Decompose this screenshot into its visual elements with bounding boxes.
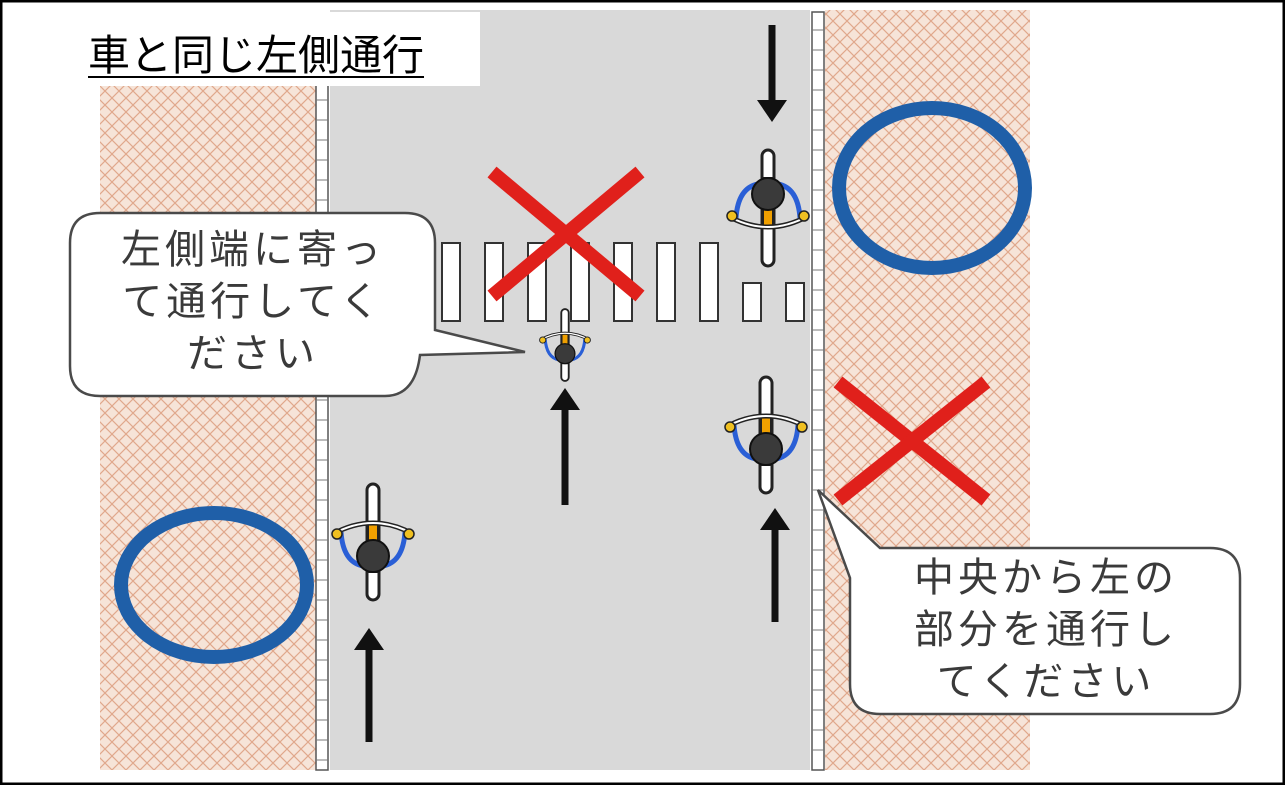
callout-left-shape xyxy=(68,211,526,398)
arrow-down-oncoming xyxy=(757,25,787,122)
arrow-up-center xyxy=(550,388,580,505)
callout-left-line-3: ださい xyxy=(187,331,319,377)
left-curb xyxy=(315,84,329,771)
title-background xyxy=(60,12,480,86)
callout-right-line-2: 部分を通行し xyxy=(914,607,1178,653)
callout-right-shape xyxy=(816,489,1242,716)
callout-right-text: 中央から左の 部分を通行し てください xyxy=(860,552,1232,708)
page-title: 車と同じ左側通行 xyxy=(88,31,425,80)
callout-right-line-3: てください xyxy=(936,659,1156,705)
callout-left-line-2: て通行してく xyxy=(122,279,384,325)
correct-mark-right xyxy=(832,101,1032,275)
crosswalk xyxy=(441,242,805,322)
road xyxy=(330,10,810,770)
callout-left-line-1: 左側端に寄っ xyxy=(121,227,385,273)
correct-mark-left xyxy=(114,506,314,664)
arrow-up-left xyxy=(354,628,384,742)
left-sidewalk xyxy=(100,85,318,770)
wrong-mark-crosswalk xyxy=(487,166,645,302)
callout-right-line-1: 中央から左の xyxy=(914,555,1178,601)
wrong-mark-sidewalk xyxy=(833,376,991,506)
arrow-up-right xyxy=(760,508,790,622)
callout-left-text: 左側端に寄っ て通行してく ださい xyxy=(78,224,428,380)
right-curb xyxy=(811,11,825,771)
